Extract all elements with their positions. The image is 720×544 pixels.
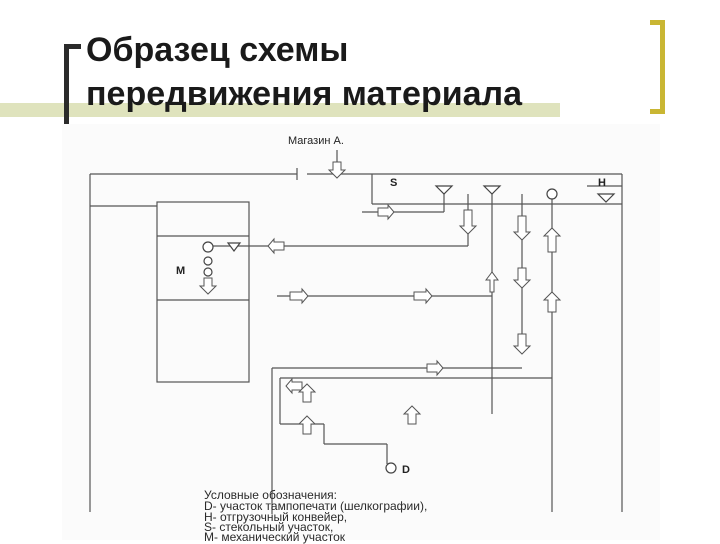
h-marker-icon — [596, 193, 616, 203]
m-down-arrow-icon — [198, 277, 218, 295]
s-return-arrow-icon — [377, 203, 395, 221]
lower-up-arrow-3-icon — [402, 405, 422, 425]
d-node-label: D — [402, 464, 410, 476]
title-line-2: передвижения материала — [86, 75, 523, 113]
mid-transfer-arrow-1-icon — [289, 287, 309, 305]
legend-item-2: H- отгрузочный конвейер, — [204, 510, 348, 524]
s-station-4-arrow-3-icon — [512, 333, 532, 355]
legend-item-4: M- механический участок — [204, 530, 345, 544]
s-station-2-icon — [482, 185, 502, 195]
lower-up-arrow-2-icon — [297, 415, 317, 435]
slide-title: Образец схемы передвижения материала — [86, 28, 626, 116]
h-up-arrow-2-icon — [542, 291, 562, 313]
h-node-label: H — [598, 177, 606, 189]
title-line-1: Образец схемы — [86, 31, 349, 69]
lower-up-arrow-1-icon — [297, 383, 317, 403]
m-station-circle-1-icon — [202, 241, 214, 253]
d-station-circle-icon — [385, 462, 397, 474]
legend-item-1: D- участок тампопечати (шелкографии), — [204, 499, 428, 513]
scanned-flow-diagram: Магазин А. S H M D — [62, 124, 660, 540]
s-station-3-arrow-icon — [458, 209, 478, 235]
m-feed-arrow-icon — [267, 237, 285, 255]
s-station-1-icon — [434, 185, 454, 195]
flow-diagram-svg: Магазин А. S H M D — [89, 135, 623, 514]
right-bracket-decoration — [650, 20, 665, 114]
storage-block — [156, 201, 250, 383]
s-station-4-arrow-icon — [512, 215, 532, 241]
title-underline-bar — [0, 103, 560, 117]
m-station-circle-2-icon — [203, 256, 213, 266]
h-up-arrow-icon — [542, 227, 562, 253]
store-label: Магазин А. — [288, 135, 344, 147]
lower-transfer-arrow-icon — [426, 359, 444, 377]
legend-item-3: S- стекольный участок, — [204, 520, 334, 534]
legend-marker-3: S — [204, 520, 213, 534]
m-station-circle-3-icon — [203, 267, 213, 277]
legend-marker-2: H — [204, 510, 213, 524]
h-station-circle-icon — [546, 188, 558, 200]
legend-marker-1: D — [204, 499, 213, 513]
m-station-funnel-icon — [226, 242, 242, 252]
mid-up-arrow-icon — [485, 271, 499, 293]
s-node-label: S — [390, 177, 397, 189]
mid-transfer-arrow-2-icon — [413, 287, 433, 305]
legend-marker-4: M — [204, 530, 214, 544]
s-station-4-arrow-2-icon — [512, 267, 532, 289]
m-node-label: M — [176, 265, 185, 277]
legend-heading: Условные обозначения: — [204, 488, 337, 502]
store-inlet-arrow-icon — [327, 161, 347, 179]
